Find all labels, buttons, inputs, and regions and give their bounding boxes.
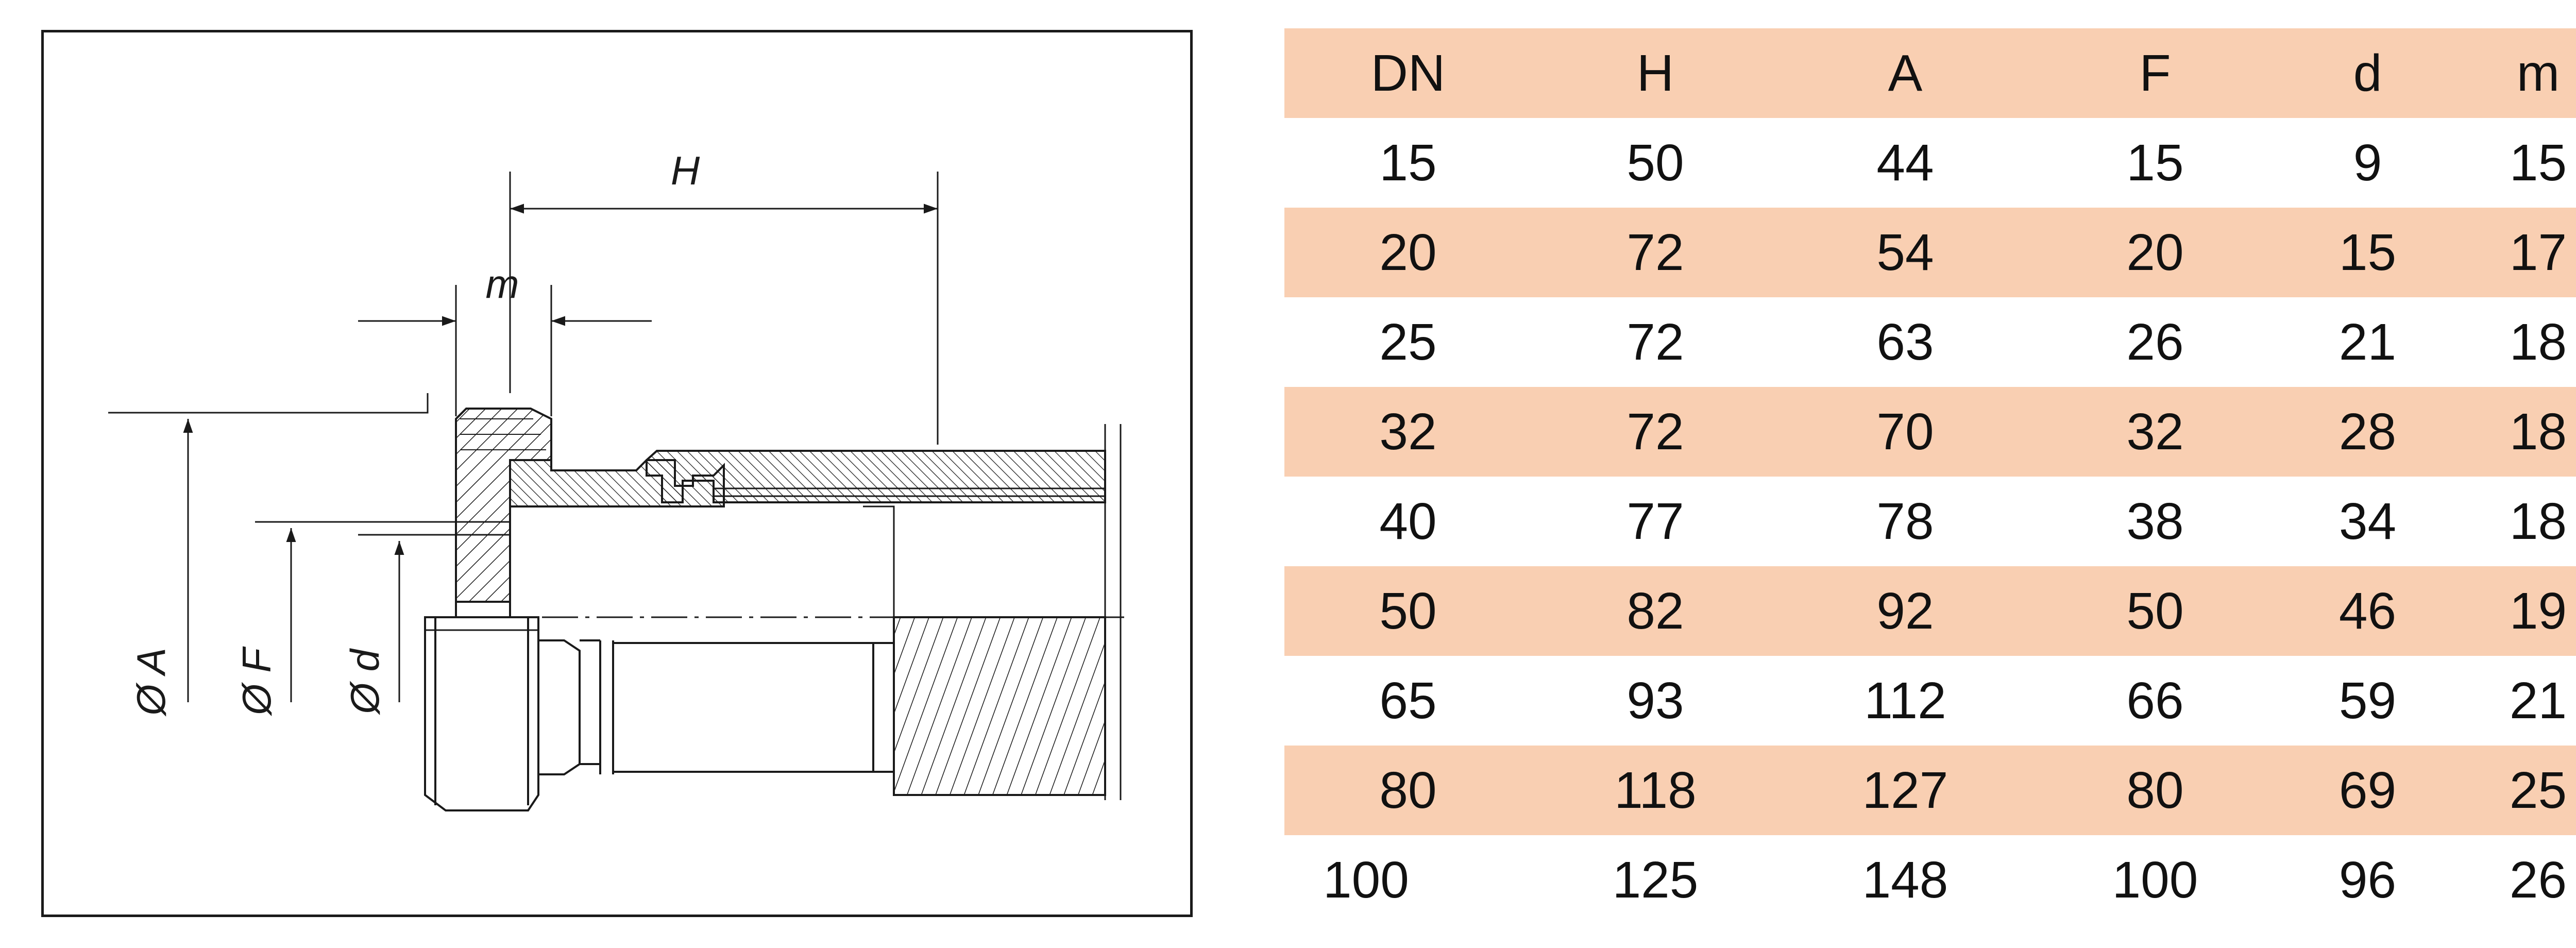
cell-m: 19 xyxy=(2456,566,2576,656)
cell-H: 50 xyxy=(1626,133,1684,192)
cell-d: 15 xyxy=(2279,208,2456,297)
cell-H: 72 xyxy=(1532,208,1779,297)
cell-d: 59 xyxy=(2338,671,2397,730)
cell-DN: 25 xyxy=(1379,313,1437,371)
cell-DN: 100 xyxy=(1323,851,1409,909)
cell-H: 72 xyxy=(1626,313,1684,371)
cell-d: 34 xyxy=(2338,492,2397,550)
table-row: 20 72 54 20 15 17 xyxy=(1284,208,2576,297)
cell-A: 127 xyxy=(1779,746,2031,835)
table-row: 100 125 148 100 96 26 xyxy=(1284,835,2576,925)
cell-F: 100 xyxy=(2112,851,2198,909)
table-row: 80 118 127 80 69 25 xyxy=(1284,746,2576,835)
table-row: 40 77 78 38 34 18 xyxy=(1284,477,2576,566)
cell-F: 80 xyxy=(2031,746,2279,835)
label-H: H xyxy=(671,148,700,193)
cell-A: 54 xyxy=(1779,208,2031,297)
table-row: 65 93 112 66 59 21 xyxy=(1284,656,2576,746)
cell-DN: 20 xyxy=(1284,208,1532,297)
cell-DN: 40 xyxy=(1379,492,1437,550)
cell-F: 50 xyxy=(2031,566,2279,656)
cell-d: 96 xyxy=(2338,851,2397,909)
label-diameter-F: Ø F xyxy=(234,646,279,717)
cell-H: 118 xyxy=(1532,746,1779,835)
cell-H: 125 xyxy=(1612,851,1699,909)
fitting-cross-section-drawing: H m Ø A Ø F Ø d xyxy=(108,148,1131,811)
cell-DN: 50 xyxy=(1284,566,1532,656)
header-d: d xyxy=(2279,28,2456,118)
cell-m: 26 xyxy=(2509,851,2567,909)
union-nut-view xyxy=(455,601,511,618)
cell-DN: 65 xyxy=(1379,671,1437,730)
cell-DN: 80 xyxy=(1284,746,1532,835)
cell-F: 38 xyxy=(2126,492,2184,550)
cell-m: 18 xyxy=(2509,313,2567,371)
technical-drawing-frame: H m Ø A Ø F Ø d xyxy=(41,30,1193,917)
cell-d: 46 xyxy=(2279,566,2456,656)
cell-A: 112 xyxy=(1864,671,1946,730)
header-H: H xyxy=(1532,28,1779,118)
cell-F: 20 xyxy=(2031,208,2279,297)
cell-H: 77 xyxy=(1626,492,1684,550)
cell-d: 9 xyxy=(2353,133,2382,192)
cell-d: 69 xyxy=(2279,746,2456,835)
table-row: 50 82 92 50 46 19 xyxy=(1284,566,2576,656)
header-A: A xyxy=(1779,28,2031,118)
table-header-row: DN H A F d m xyxy=(1284,28,2576,118)
cell-m: 21 xyxy=(2509,671,2567,730)
table-row: 32 72 70 32 28 18 xyxy=(1284,387,2576,477)
cell-m: 18 xyxy=(2509,492,2567,550)
cell-DN: 15 xyxy=(1379,133,1437,192)
cell-H: 82 xyxy=(1532,566,1779,656)
cell-F: 32 xyxy=(2031,387,2279,477)
cell-F: 26 xyxy=(2126,313,2184,371)
cell-m: 18 xyxy=(2456,387,2576,477)
cell-DN: 32 xyxy=(1284,387,1532,477)
cell-A: 92 xyxy=(1779,566,2031,656)
cell-m: 25 xyxy=(2456,746,2576,835)
label-m: m xyxy=(486,261,519,307)
hose-section xyxy=(646,450,1106,503)
table-row: 15 50 44 15 9 15 xyxy=(1284,118,2576,208)
dimension-table: DN H A F d m 15 50 44 15 9 15 20 72 54 2… xyxy=(1284,28,2576,925)
cell-m: 17 xyxy=(2456,208,2576,297)
cell-H: 93 xyxy=(1626,671,1684,730)
cell-A: 78 xyxy=(1876,492,1934,550)
label-diameter-d: Ø d xyxy=(342,648,387,716)
cell-F: 66 xyxy=(2126,671,2184,730)
table-row: 25 72 63 26 21 18 xyxy=(1284,297,2576,387)
cell-A: 44 xyxy=(1876,133,1934,192)
cell-A: 70 xyxy=(1779,387,2031,477)
header-F: F xyxy=(2031,28,2279,118)
header-DN: DN xyxy=(1284,28,1532,118)
cell-A: 63 xyxy=(1876,313,1934,371)
crimp-sleeve-view xyxy=(893,616,1106,796)
cell-F: 15 xyxy=(2126,133,2184,192)
cell-d: 21 xyxy=(2338,313,2397,371)
cell-m: 15 xyxy=(2509,133,2567,192)
cell-d: 28 xyxy=(2279,387,2456,477)
cell-H: 72 xyxy=(1532,387,1779,477)
label-diameter-A: Ø A xyxy=(128,648,174,717)
header-m: m xyxy=(2456,28,2576,118)
cell-A: 148 xyxy=(1862,851,1948,909)
